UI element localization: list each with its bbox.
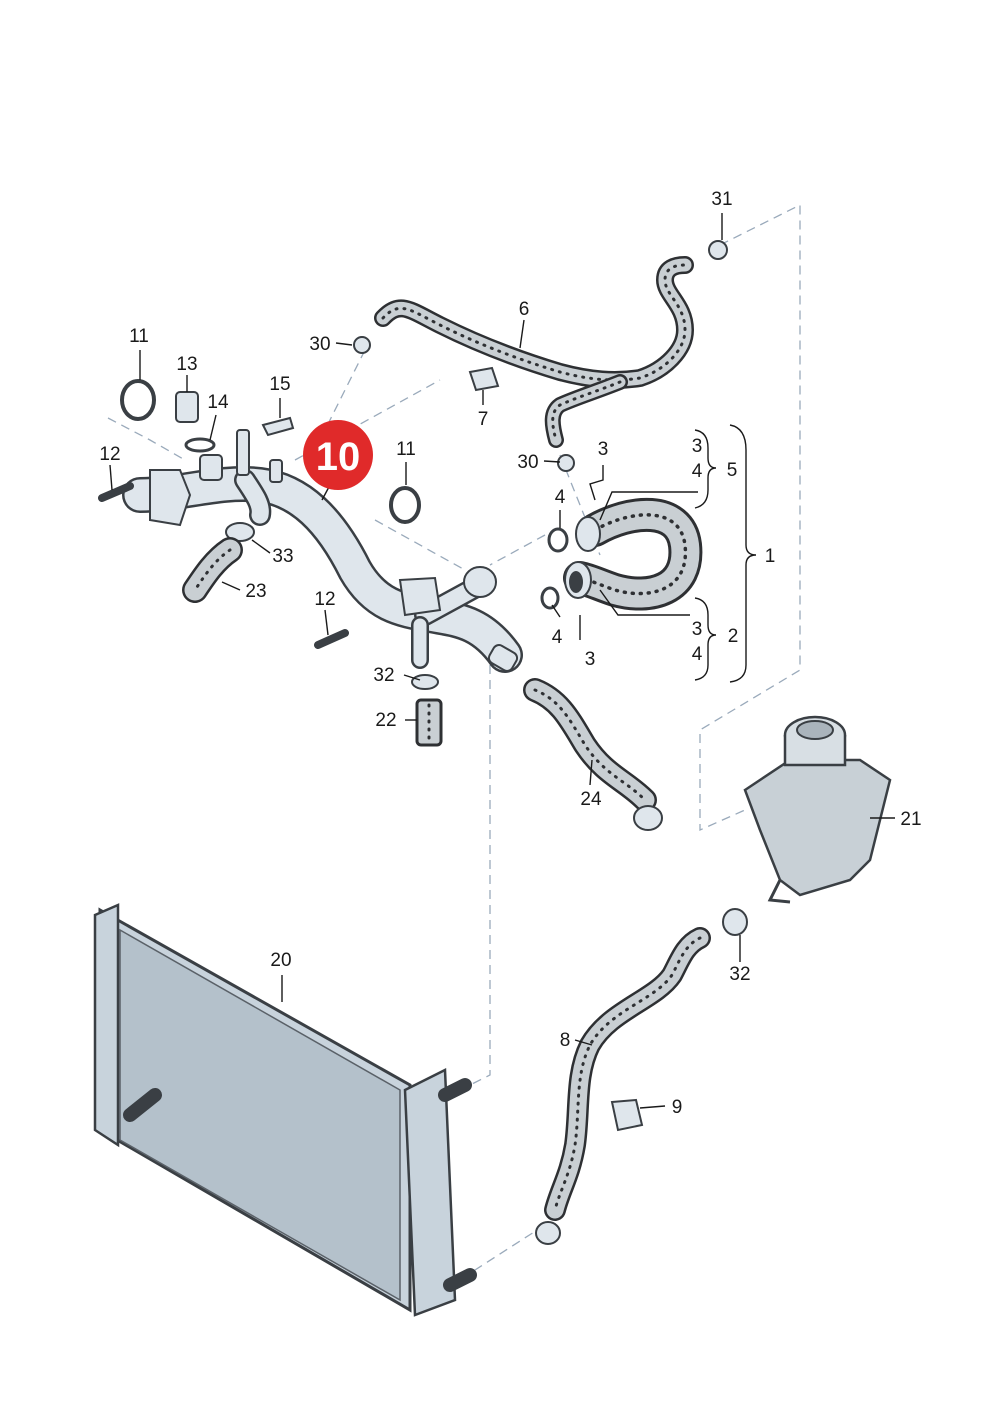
highlight-label: 10: [316, 435, 361, 479]
callout-12-left: 12: [99, 444, 120, 465]
callout-20: 20: [270, 950, 291, 971]
callout-6: 6: [519, 299, 530, 320]
expansion-tank-21: [743, 715, 892, 904]
hose-8: [535, 927, 711, 1245]
callout-32-lower: 32: [729, 964, 750, 985]
short-hoses: [182, 537, 663, 831]
callout-3-brace5: 3: [692, 436, 703, 457]
callout-4-upper: 4: [555, 487, 566, 508]
hose-6: [374, 256, 694, 448]
callout-11-left: 11: [129, 326, 149, 347]
callout-labels: 31 6 30 30 7 11 11 13 14 15 12 12 33 23 …: [99, 189, 921, 1118]
callout-7: 7: [478, 409, 489, 430]
callout-32-upper: 32: [373, 665, 394, 686]
callout-4-brace2: 4: [692, 644, 703, 665]
callout-13: 13: [176, 354, 197, 375]
callout-2: 2: [728, 626, 739, 647]
callout-4-brace5: 4: [692, 461, 703, 482]
callout-12-mid: 12: [314, 589, 335, 610]
callout-21: 21: [900, 809, 921, 830]
callout-3-brace2: 3: [692, 619, 703, 640]
callout-9: 9: [672, 1097, 683, 1118]
callout-22: 22: [375, 710, 396, 731]
callout-8: 8: [560, 1030, 571, 1051]
hose-assembly-1: [563, 497, 703, 611]
callout-33: 33: [272, 546, 293, 567]
callout-14: 14: [207, 392, 229, 413]
callout-11-right: 11: [396, 439, 416, 460]
callout-24: 24: [580, 789, 602, 810]
callout-5: 5: [727, 460, 738, 481]
radiator-20: [93, 903, 477, 1317]
callout-30-upper: 30: [309, 334, 330, 355]
leader-lines: [109, 213, 895, 1109]
highlight-circle: [303, 420, 373, 490]
callout-4-lower: 4: [552, 627, 563, 648]
callout-31: 31: [711, 189, 732, 210]
small-parts: [98, 240, 748, 1132]
highlight-badge-10: 10: [303, 420, 373, 501]
assembly-braces: [694, 424, 757, 683]
callout-30-lower: 30: [517, 452, 538, 473]
callout-3-bottom: 3: [585, 649, 596, 670]
callout-23: 23: [245, 581, 266, 602]
coolant-pipe: [122, 429, 523, 673]
callout-1: 1: [765, 546, 776, 567]
callout-15: 15: [269, 374, 290, 395]
callout-3-top: 3: [598, 439, 609, 460]
